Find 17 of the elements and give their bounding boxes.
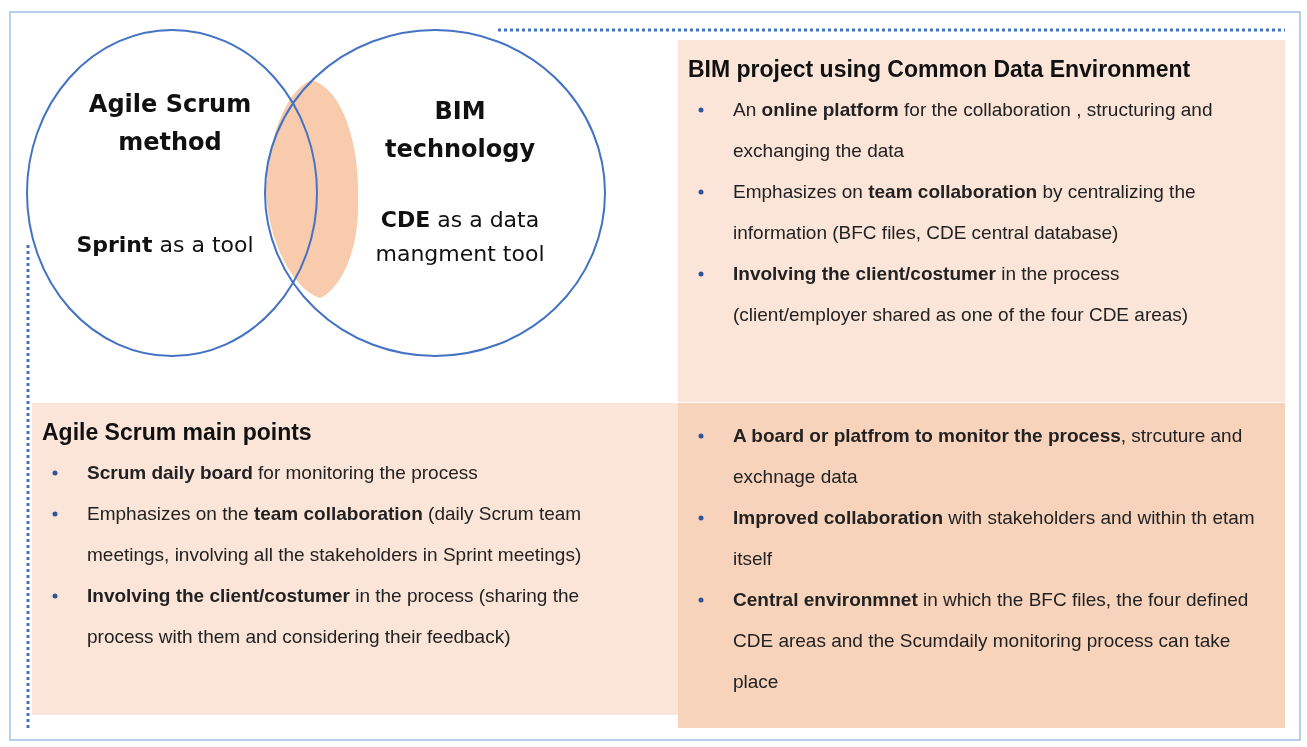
venn-circle — [264, 29, 606, 357]
circle-text: Sprint as a tool — [75, 231, 255, 259]
circle-heading: BIM technology — [383, 96, 537, 165]
info-panel — [678, 40, 1285, 402]
bullet-text: Involving the client/costumer in the process (sharing the process with them and considering their feedback) — [87, 585, 580, 647]
circle-text: CDE as a data mangment tool — [374, 206, 546, 268]
bullet-text: Scrum daily board for monitoring the process — [87, 462, 478, 483]
venn-circle — [26, 29, 318, 357]
panel-heading: Agile Scrum main points — [42, 419, 313, 446]
info-panel — [32, 403, 678, 715]
info-panel — [678, 403, 1285, 728]
panel-heading: BIM project using Common Data Environment — [688, 56, 1192, 83]
bullet-text: Involving the client/costumer in the process (client/employer shared as one of the four CDE areas) — [733, 263, 1189, 325]
bullet-text: Emphasizes on team collaboration by centralizing the information (BFC files, CDE central database) — [733, 181, 1196, 243]
bullet-text: Central environmnet in which the BFC files, the four defined CDE areas and the Scumdaily monitoring process can take place — [733, 589, 1249, 692]
circle-heading: Agile Scrum method — [87, 89, 253, 158]
bullet-text: Emphasizes on the team collaboration (daily Scrum team meetings, involving all the stakeholders in Sprint meetings) — [87, 503, 582, 565]
